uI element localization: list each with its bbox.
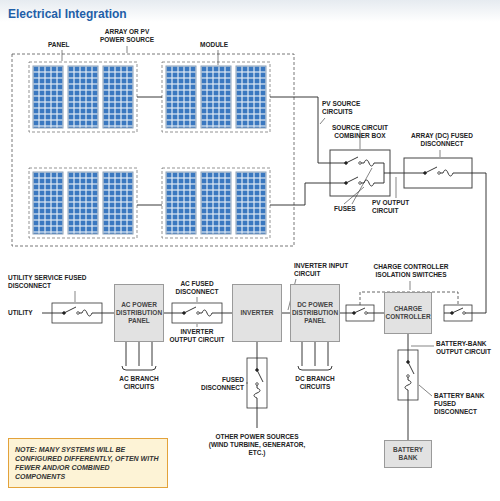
callout-label: AC BRANCH CIRCUITS [110, 375, 168, 391]
callout-label: PANEL [48, 41, 88, 49]
callout-label: INVERTER OUTPUT CIRCUIT [167, 328, 227, 344]
dc-panel-box: DC POWER DISTRIBUTION PANEL [290, 284, 340, 342]
callout-label: BATTERY BANK FUSED DISCONNECT [434, 392, 496, 415]
box-label: AC POWER DISTRIBUTION PANEL [116, 301, 162, 324]
callout-label: DC BRANCH CIRCUITS [286, 375, 344, 391]
box-label: CHARGE CONTROLLER [385, 305, 430, 321]
box-label: DC POWER DISTRIBUTION PANEL [292, 301, 338, 324]
title-text: Electrical Integration [8, 7, 127, 21]
inverter-box: INVERTER [232, 284, 282, 342]
ac-panel-box: AC POWER DISTRIBUTION PANEL [114, 284, 164, 342]
dc-wiring [42, 97, 486, 428]
callout-label: ARRAY (DC) FUSED DISCONNECT [402, 132, 482, 148]
callout-label: SOURCE CIRCUIT COMBINER BOX [326, 124, 394, 140]
note-heading: NOTE: [15, 446, 37, 453]
callout-label: FUSED DISCONNECT [196, 376, 244, 392]
fuse-switches [52, 157, 472, 408]
callout-label: PV SOURCE CIRCUITS [322, 100, 372, 116]
callout-label: AC FUSED DISCONNECT [168, 280, 226, 296]
box-label: BATTERY BANK [387, 446, 429, 462]
callout-label: BATTERY-BANK OUTPUT CIRCUIT [436, 340, 496, 356]
note-text: NOTE: MANY SYSTEMS WILL BE CONFIGURED DI… [15, 445, 161, 481]
callout-label: ARRAY OR PV POWER SOURCE [96, 28, 158, 44]
title-band: Electrical Integration [0, 0, 500, 22]
callout-label: UTILITY [8, 309, 40, 317]
box-label: INVERTER [241, 309, 274, 317]
callout-label: UTILITY SERVICE FUSED DISCONNECT [8, 274, 88, 290]
note-body: MANY SYSTEMS WILL BE CONFIGURED DIFFEREN… [15, 446, 159, 480]
pv-array [12, 54, 294, 246]
callout-label: MODULE [200, 41, 250, 49]
callout-label: OTHER POWER SOURCES (WIND TURBINE, GENER… [207, 433, 307, 456]
callout-label: FUSES [334, 205, 364, 213]
callout-label: INVERTER INPUT CIRCUIT [294, 262, 352, 278]
callout-label: CHARGE CONTROLLER ISOLATION SWITCHES [366, 263, 456, 279]
battery-box: BATTERY BANK [384, 440, 432, 468]
charge-controller-box: CHARGE CONTROLLER [384, 292, 432, 334]
circuit-wire [282, 313, 290, 314]
leader-lines [62, 46, 440, 396]
callout-label: PV OUTPUT CIRCUIT [372, 199, 420, 215]
note-box: NOTE: MANY SYSTEMS WILL BE CONFIGURED DI… [8, 438, 168, 488]
